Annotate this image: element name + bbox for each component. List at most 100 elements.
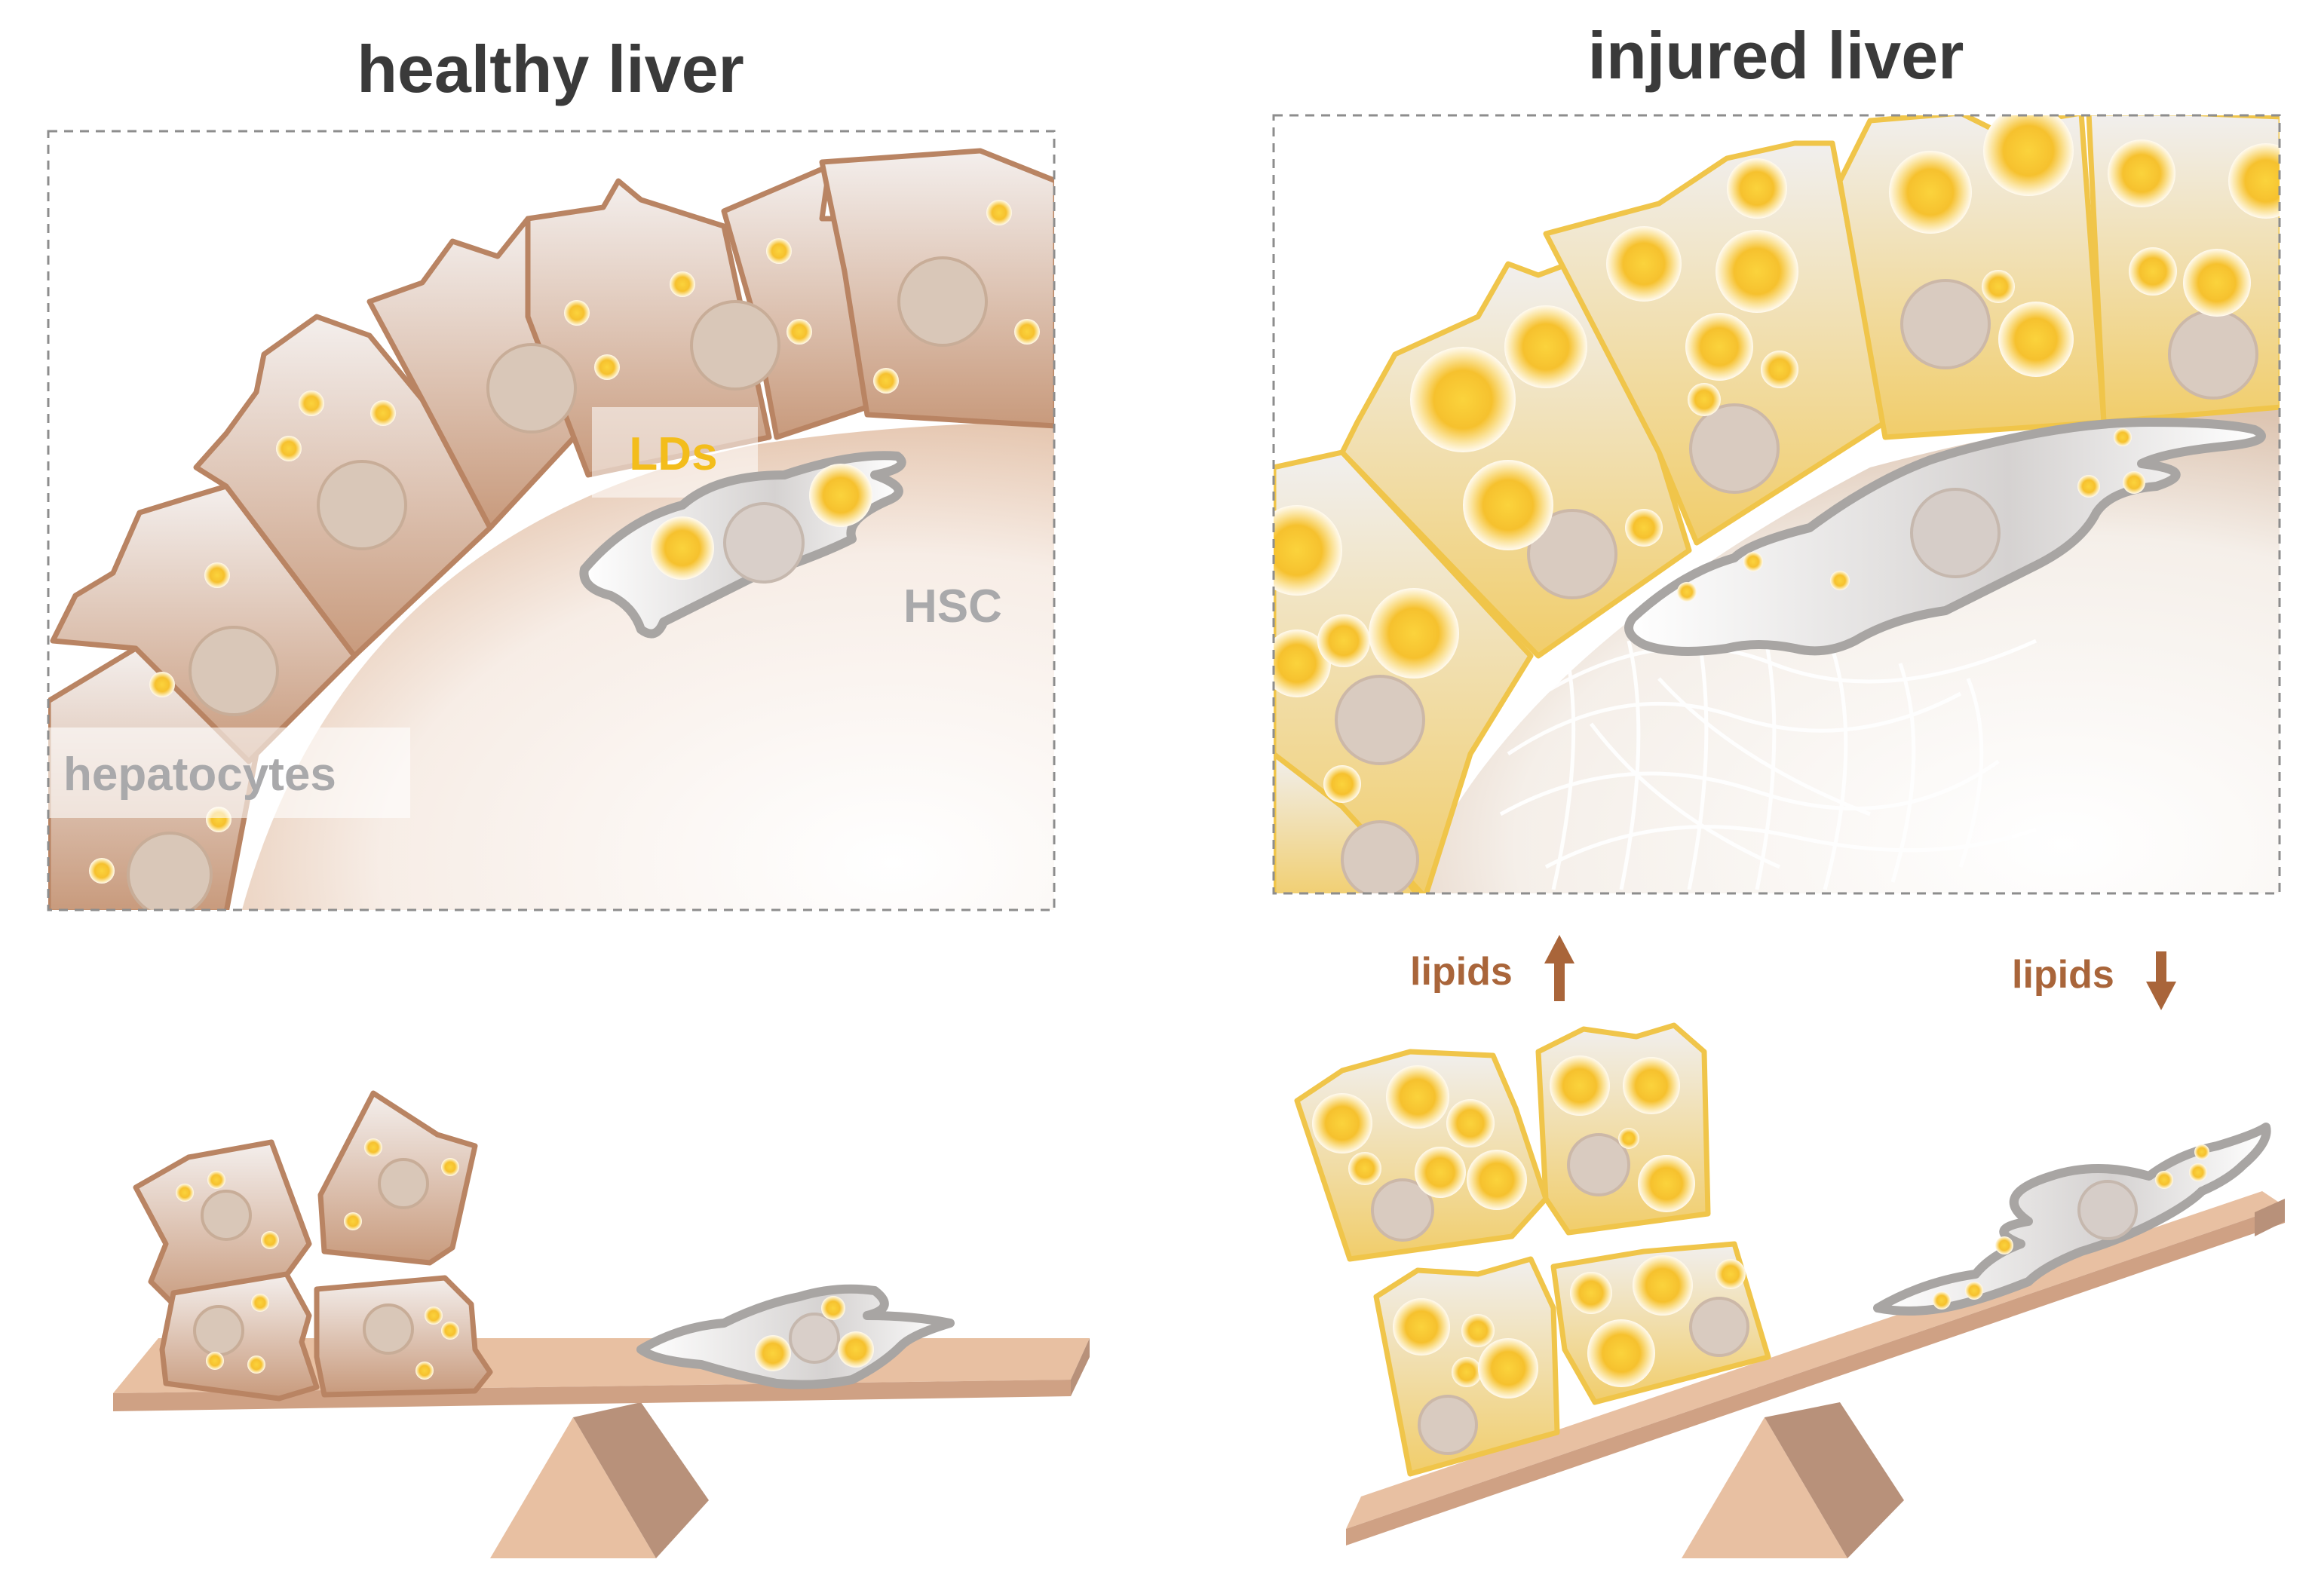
hsc-lipid-droplet (2114, 428, 2132, 446)
healthy-seesaw (113, 1090, 1090, 1558)
lipid-droplet (425, 1307, 443, 1325)
nucleus (189, 626, 279, 716)
nucleus (1567, 1133, 1630, 1196)
nucleus (317, 460, 407, 550)
hsc-lipid-droplet (1965, 1282, 1983, 1300)
lipid-droplet (1274, 505, 1342, 596)
nucleus (378, 1158, 429, 1209)
lipid-droplet (1761, 351, 1798, 388)
lipids-down-arrow (2146, 951, 2176, 1010)
activated-hepatic-stellate-cell (1624, 418, 2266, 656)
nucleus (1689, 403, 1780, 494)
nucleus (1335, 675, 1425, 765)
healthy-liver-title: healthy liver (357, 32, 744, 106)
lipid-droplet (564, 300, 590, 326)
lipid-droplet (1685, 313, 1753, 381)
nucleus (897, 256, 988, 347)
lipid-droplet (247, 1356, 265, 1374)
lipid-droplet (1369, 588, 1459, 679)
large-lipid-droplets (1312, 1055, 1746, 1398)
hsc-lipid-droplet (2077, 475, 2100, 498)
hepatic-stellate-cell (636, 1284, 955, 1389)
lipid-droplet (364, 1138, 382, 1156)
hepatocytes-label-box (48, 728, 410, 818)
lipid-droplet (2129, 247, 2177, 296)
hsc-lipid-droplet (1995, 1236, 2013, 1254)
lipid-droplet (204, 562, 230, 588)
lipid-droplet (1461, 1314, 1495, 1347)
lipid-droplet (1446, 1099, 1495, 1147)
lipid-droplet (1623, 1057, 1680, 1114)
hsc-lipid-droplet (1933, 1291, 1951, 1310)
hsc-lipids-note: lipids (2012, 953, 2114, 997)
lipid-droplet (441, 1322, 459, 1340)
nucleus (363, 1303, 414, 1355)
nucleus (2168, 309, 2258, 400)
nucleus (486, 343, 577, 433)
lipid-droplet (370, 400, 396, 426)
nucleus (1689, 1297, 1749, 1357)
lipid-droplet (1323, 765, 1361, 803)
lipid-droplet (1312, 1093, 1372, 1153)
hsc-nucleus (1910, 488, 2001, 578)
hsc-lipid-droplet (2189, 1163, 2207, 1181)
hsc-lipid-droplet (821, 1296, 845, 1320)
lipid-droplet (261, 1231, 279, 1249)
large-lipid-droplets (1274, 115, 2280, 803)
hsc-lipid-droplet (1677, 582, 1697, 602)
lipid-droplet (1317, 614, 1370, 667)
hepatocyte-nuclei (1371, 1133, 1749, 1455)
hsc-lipid-droplet (651, 516, 714, 580)
seesaw-board (1346, 1191, 2285, 1529)
nucleus (1900, 279, 1991, 369)
lipid-droplet (670, 271, 695, 297)
lipid-droplet (1727, 158, 1787, 219)
hepatic-stellate-cell (579, 451, 906, 639)
nucleus (1527, 509, 1617, 599)
lds-label: LDs (629, 428, 717, 480)
seesaw-fulcrum (1682, 1417, 1847, 1558)
nucleus (201, 1190, 252, 1241)
seesaw-fulcrum (490, 1417, 656, 1558)
injured-liver-title: injured liver (1588, 18, 1964, 93)
lipid-droplet (207, 1171, 225, 1189)
lipid-droplet (766, 238, 792, 264)
lipid-droplet (1463, 460, 1553, 550)
hsc-lipid-droplet (2155, 1171, 2173, 1189)
hepatocyte-nuclei (193, 1158, 429, 1356)
hsc-lipid-droplet (2123, 471, 2145, 494)
seesaw-board-side (1071, 1338, 1090, 1396)
lipid-droplet (594, 354, 620, 380)
healthy-panel-frame (47, 130, 1056, 911)
lipid-droplet (1570, 1272, 1612, 1314)
fibrotic-fibres (1499, 625, 2037, 890)
lipid-droplet (1688, 383, 1721, 416)
lipid-droplet (1625, 509, 1663, 547)
hsc-label: HSC (903, 581, 1002, 633)
lipid-droplet (344, 1212, 362, 1230)
hepatocytes-label: hepatocytes (63, 749, 336, 801)
injured-seesaw (1294, 1022, 2285, 1558)
injured-panel-frame (1272, 114, 2281, 895)
lipid-droplet (1348, 1152, 1381, 1185)
hsc-lipid-droplet (809, 464, 872, 527)
hepatocyte-nuclei (127, 256, 988, 910)
lipid-droplet (1467, 1150, 1527, 1210)
lipid-droplet (1716, 1259, 1746, 1289)
lipid-droplet (2183, 249, 2251, 317)
seesaw-board-edge (1346, 1206, 2285, 1545)
lipid-droplet (149, 672, 175, 697)
nucleus (193, 1305, 244, 1356)
nucleus (690, 300, 780, 391)
nucleus (1341, 820, 1419, 893)
small-lipid-droplets (176, 1138, 459, 1380)
lipid-droplet (1606, 226, 1682, 302)
lipid-droplet (251, 1294, 269, 1312)
healthy-liver-panel (48, 148, 1054, 910)
lipid-droplet (1618, 1128, 1639, 1149)
nucleus (127, 832, 213, 910)
lipid-droplet (1889, 151, 1972, 234)
hsc-lipid-droplet (2194, 1144, 2209, 1159)
lipid-droplet (873, 368, 899, 394)
